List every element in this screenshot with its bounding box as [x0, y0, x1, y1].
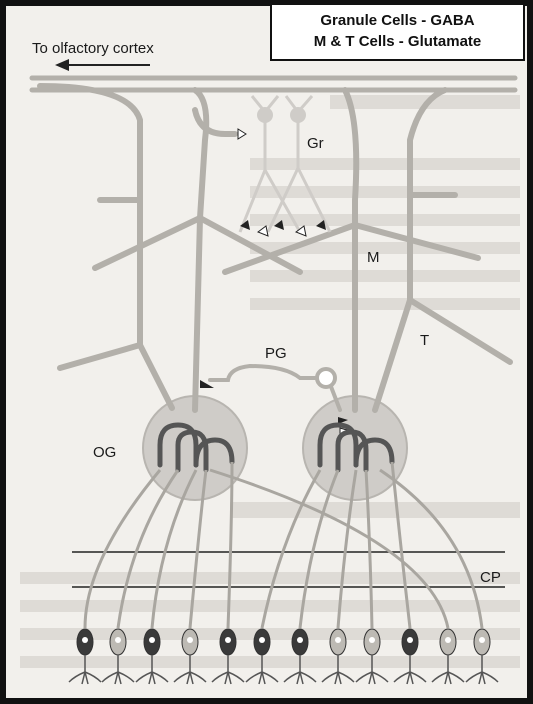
receptor-neuron-nucleus — [335, 637, 341, 643]
glomerular-tufts — [160, 425, 392, 470]
receptor-neuron-nucleus — [225, 637, 231, 643]
legend-box: Granule Cells - GABA M & T Cells - Gluta… — [270, 3, 525, 61]
receptor-neuron-nucleus — [82, 637, 88, 643]
receptor-neuron-nucleus — [297, 637, 303, 643]
olfactory-glomerulus-label: OG — [93, 444, 116, 461]
periglomerular-soma — [317, 369, 335, 387]
cortex-arrow — [55, 59, 150, 71]
receptor-neuron-nucleus — [149, 637, 155, 643]
receptor-neuron-nucleus — [187, 637, 193, 643]
legend-line-mitral-tufted: M & T Cells - Glutamate — [272, 31, 523, 52]
receptor-neuron-nucleus — [479, 637, 485, 643]
receptor-neuron-nucleus — [115, 637, 121, 643]
cortex-label: To olfactory cortex — [32, 40, 154, 57]
granule-label: Gr — [307, 135, 324, 152]
mitral-label: M — [367, 249, 380, 266]
receptor-neuron-nucleus — [445, 637, 451, 643]
granule-somata — [257, 107, 306, 123]
receptor-neuron-nucleus — [369, 637, 375, 643]
receptor-neuron-nucleus — [407, 637, 413, 643]
legend-line-granule: Granule Cells - GABA — [272, 10, 523, 31]
receptor-neuron-nucleus — [259, 637, 265, 643]
cribriform-plate-label: CP — [480, 569, 501, 586]
periglomerular-label: PG — [265, 345, 287, 362]
tufted-label: T — [420, 332, 429, 349]
